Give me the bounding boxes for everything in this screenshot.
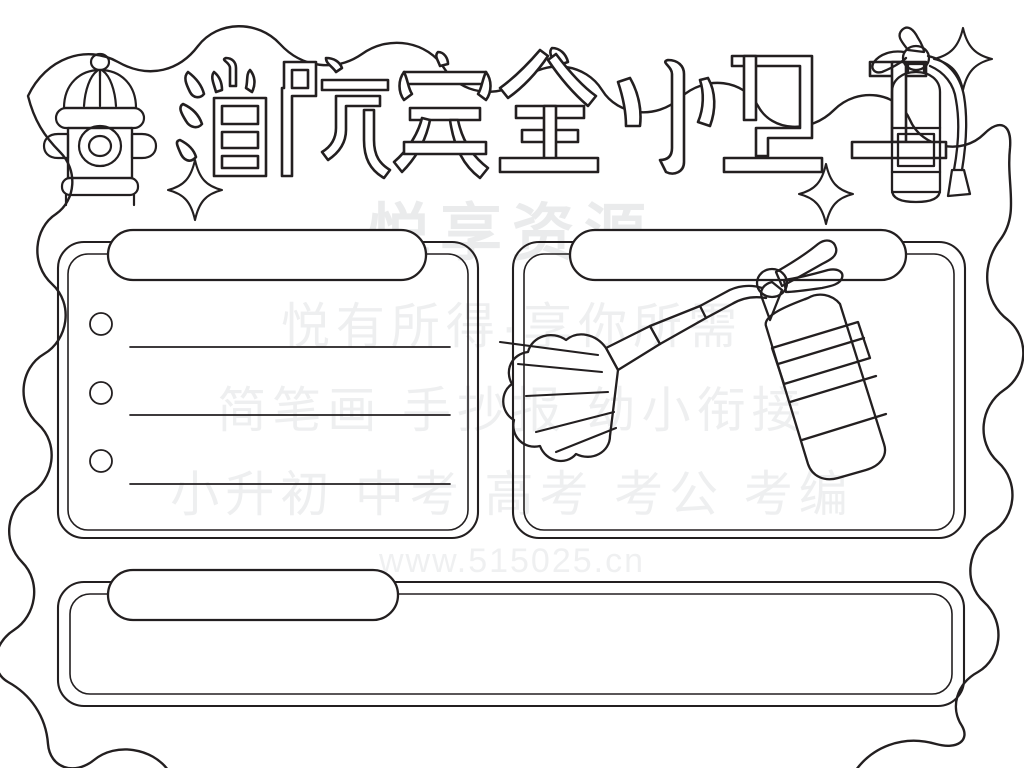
bottom-panel-outer-border <box>56 580 966 708</box>
title-char-3 <box>392 50 492 180</box>
sparkle-icon <box>166 158 224 222</box>
watermark-slogan-line-2: 简笔画 手抄报 幼小衔接 <box>217 384 807 438</box>
fire-hydrant-icon <box>42 52 158 207</box>
title-char-4 <box>498 46 600 174</box>
watermark-slogan-line-3: 小升初 中考 高考 考公 考编 <box>170 468 854 522</box>
extinguisher-spray-illustration <box>498 239 888 481</box>
right-panel-title-bar[interactable] <box>568 228 908 282</box>
sparkle-icon <box>932 26 994 92</box>
sparkle-icon <box>797 162 855 226</box>
left-panel-inner-border <box>67 253 469 531</box>
right-panel[interactable] <box>498 228 967 540</box>
bottom-panel[interactable] <box>56 568 966 708</box>
title-char-6 <box>722 54 824 174</box>
title-char-1 <box>175 56 268 178</box>
watermark-slogan-line-1: 悦有所得·享你所需 <box>280 300 744 354</box>
title-char-5 <box>616 58 716 175</box>
left-panel-bullet[interactable] <box>89 381 113 405</box>
watermark-url: www.515025.cn <box>378 542 646 580</box>
left-panel-outer-border <box>56 240 480 540</box>
title-char-2 <box>280 56 392 180</box>
bottom-panel-title-bar[interactable] <box>106 568 400 622</box>
bottom-panel-inner-border <box>69 593 953 695</box>
fire-extinguisher-icon <box>871 26 972 204</box>
left-panel-bullet[interactable] <box>89 312 113 336</box>
left-panel[interactable] <box>56 228 480 540</box>
left-panel-bullet[interactable] <box>89 449 113 473</box>
left-panel-title-bar[interactable] <box>106 228 428 282</box>
